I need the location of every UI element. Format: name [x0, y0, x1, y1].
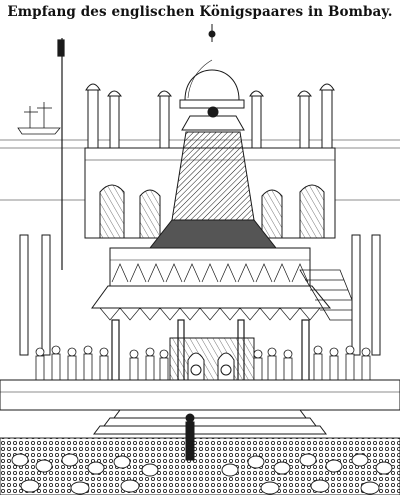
engraving-illustration	[0, 24, 400, 495]
platform-steps	[0, 379, 400, 435]
ship-icon	[17, 102, 61, 135]
pavilion-roof	[91, 285, 332, 321]
stairs-right	[299, 269, 361, 321]
minaret-towers	[85, 83, 335, 151]
crowd-foreground	[0, 437, 400, 495]
upper-balcony	[109, 247, 311, 287]
columns-foreground	[19, 234, 381, 356]
dignitaries-right	[253, 345, 371, 381]
illustration-caption: Empfang des englischen Königspaares in B…	[7, 4, 393, 20]
canopy-tower	[148, 106, 278, 249]
flag-pole	[57, 38, 65, 270]
pavilion-dome	[179, 24, 245, 109]
dignitaries-left	[35, 345, 169, 381]
